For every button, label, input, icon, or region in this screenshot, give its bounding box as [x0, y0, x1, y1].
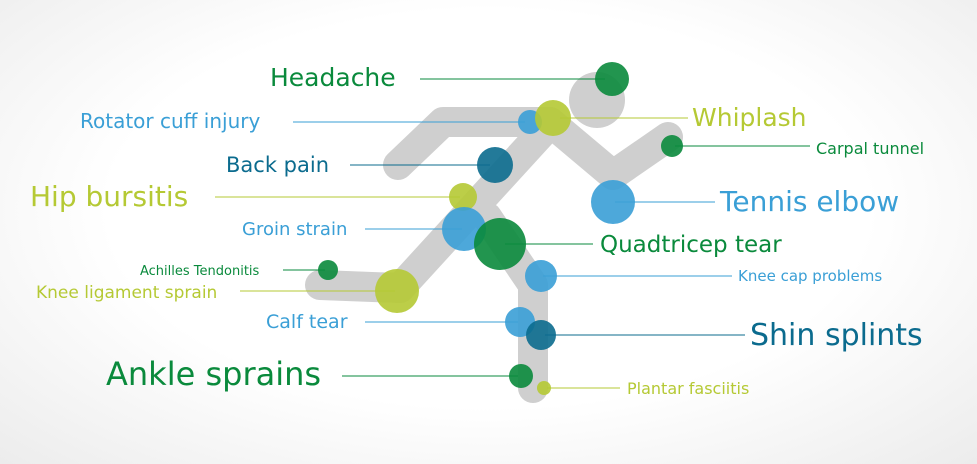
label-knee-cap-problems: Knee cap problems	[738, 267, 882, 285]
label-tennis-elbow: Tennis elbow	[719, 185, 899, 218]
label-back-pain: Back pain	[226, 153, 329, 177]
marker-carpal-tunnel	[661, 135, 683, 157]
label-hip-bursitis: Hip bursitis	[30, 180, 188, 213]
marker-knee-cap-problems	[525, 260, 557, 292]
label-carpal-tunnel: Carpal tunnel	[816, 139, 924, 158]
marker-achilles-tendonitis	[318, 260, 338, 280]
marker-back-pain	[477, 147, 513, 183]
label-whiplash: Whiplash	[692, 103, 807, 132]
marker-ankle-sprains	[509, 364, 533, 388]
label-knee-ligament-sprain: Knee ligament sprain	[36, 283, 217, 303]
marker-quadtricep-tear	[474, 218, 526, 270]
marker-headache	[595, 62, 629, 96]
label-achilles-tendonitis: Achilles Tendonitis	[140, 264, 260, 279]
marker-shin-splints	[526, 320, 556, 350]
label-shin-splints: Shin splints	[750, 318, 923, 353]
marker-plantar-fasciitis	[537, 381, 551, 395]
label-quadtricep-tear: Quadtricep tear	[600, 232, 782, 258]
marker-tennis-elbow	[591, 180, 635, 224]
label-plantar-fasciitis: Plantar fasciitis	[627, 379, 749, 398]
label-ankle-sprains: Ankle sprains	[106, 355, 321, 393]
label-headache: Headache	[270, 63, 396, 92]
marker-hip-bursitis	[449, 183, 477, 211]
label-calf-tear: Calf tear	[266, 311, 348, 333]
label-groin-strain: Groin strain	[242, 219, 347, 240]
figure-front-arm	[535, 107, 683, 190]
label-rotator-cuff-injury: Rotator cuff injury	[80, 109, 260, 133]
marker-whiplash	[535, 100, 571, 136]
marker-knee-ligament-sprain	[375, 269, 419, 313]
